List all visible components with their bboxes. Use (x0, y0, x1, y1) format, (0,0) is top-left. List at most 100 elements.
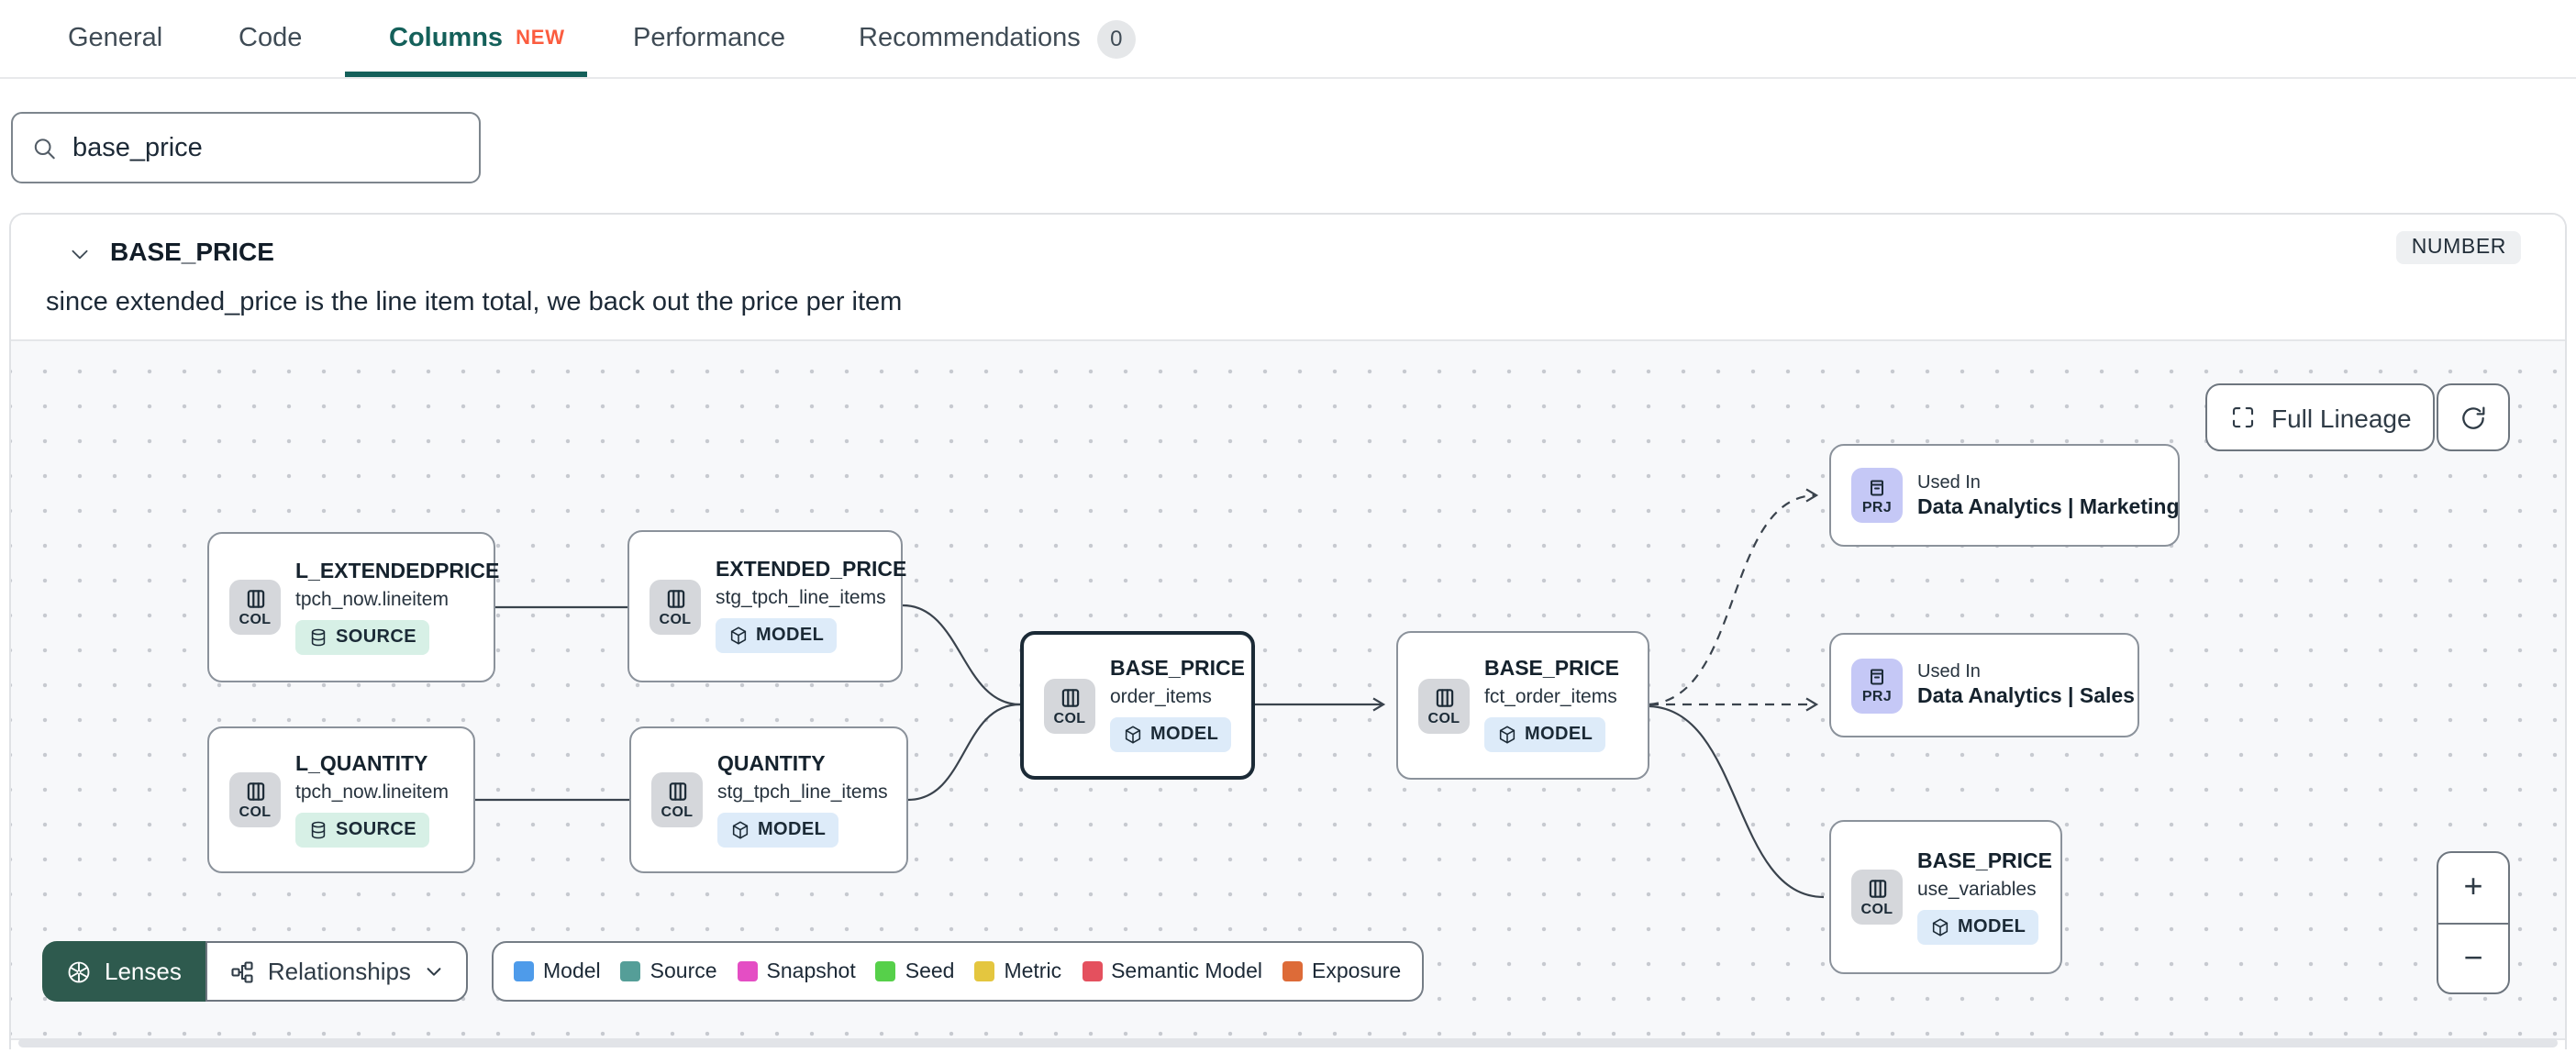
resource-pill-label: MODEL (758, 819, 827, 839)
resource-pill-label: SOURCE (336, 626, 416, 647)
resource-pill-model: MODEL (1484, 717, 1606, 752)
col-badge: COL (229, 580, 281, 635)
lenses-toolbar: Lenses Relationships (42, 941, 468, 1002)
resource-pill-model: MODEL (717, 812, 839, 847)
node-subtitle: fct_order_items (1484, 686, 1617, 708)
expand-icon (2232, 406, 2254, 428)
node-title: QUANTITY (717, 753, 826, 775)
lineage-node-base-price-order-items[interactable]: COL BASE_PRICE order_items MODEL (1020, 631, 1255, 780)
lenses-label: Lenses (105, 958, 182, 985)
tab-label: Columns (389, 24, 504, 53)
columns-icon (1435, 688, 1453, 706)
column-search (11, 112, 481, 183)
full-lineage-button[interactable]: Full Lineage (2205, 383, 2436, 451)
legend-swatch (620, 961, 641, 981)
lineage-node-base-price-fct-order-items[interactable]: COL BASE_PRICE fct_order_items MODEL (1396, 631, 1649, 780)
node-subtitle: tpch_now.lineitem (295, 781, 449, 803)
archive-icon (1871, 669, 1883, 685)
lineage-node-l-quantity[interactable]: COL L_QUANTITY tpch_now.lineitem SOURCE (207, 726, 475, 873)
resource-pill-label: SOURCE (336, 819, 416, 839)
lineage-legend: Model Source Snapshot Seed Metric Semant… (492, 941, 1424, 1002)
col-badge: COL (650, 579, 701, 634)
lineage-edges (475, 488, 1825, 899)
columns-icon (668, 782, 686, 801)
lineage-node-l-extendedprice[interactable]: COL L_EXTENDEDPRICE tpch_now.lineitem SO… (207, 532, 499, 682)
tab-label: Code (239, 24, 303, 53)
columns-icon (246, 782, 264, 801)
cube-icon (1125, 726, 1141, 744)
recommendations-count-badge: 0 (1096, 19, 1136, 58)
relationships-label: Relationships (267, 958, 411, 985)
search-input[interactable] (72, 133, 461, 162)
lineage-node-used-in-sales[interactable]: PRJ Used In Data Analytics | Sales (1829, 633, 2139, 737)
tab-label: General (68, 24, 163, 53)
tab-recommendations[interactable]: Recommendations 0 (859, 0, 1136, 77)
legend-item-snapshot: Snapshot (737, 960, 856, 982)
resource-pill-model: MODEL (1110, 717, 1232, 752)
refresh-icon (2462, 405, 2485, 428)
col-badge-label: COL (239, 611, 272, 627)
columns-icon (1868, 880, 1886, 898)
column-card-header: BASE_PRICE NUMBER since extended_price i… (11, 215, 2565, 339)
used-in-label: Used In (1917, 472, 1981, 493)
col-badge: COL (651, 772, 703, 827)
columns-icon (1060, 688, 1079, 706)
zoom-in-button[interactable]: + (2438, 853, 2508, 924)
active-tab-underline (345, 72, 587, 77)
tab-bar: General Code Columns NEW Performance Rec… (0, 0, 2576, 79)
legend-item-exposure: Exposure (1282, 960, 1401, 982)
node-title: L_EXTENDEDPRICE (295, 560, 500, 582)
cube-icon (1932, 917, 1949, 936)
search-icon (34, 138, 55, 159)
used-in-label: Used In (1917, 662, 1981, 682)
column-type-badge: NUMBER (2396, 231, 2521, 264)
node-title: BASE_PRICE (1484, 659, 1619, 681)
tab-code[interactable]: Code (239, 0, 302, 77)
tab-columns[interactable]: Columns NEW (389, 0, 565, 77)
legend-item-metric: Metric (974, 960, 1061, 982)
col-badge-label: COL (1860, 901, 1893, 917)
chevron-down-icon (427, 968, 441, 976)
column-description: since extended_price is the line item to… (46, 288, 903, 317)
lineage-node-quantity[interactable]: COL QUANTITY stg_tpch_line_items MODEL (629, 726, 908, 873)
col-badge: COL (1044, 678, 1095, 733)
node-title: BASE_PRICE (1917, 850, 2052, 872)
legend-swatch (875, 961, 896, 981)
cube-icon (732, 820, 749, 838)
lineage-node-used-in-marketing[interactable]: PRJ Used In Data Analytics | Marketing (1829, 444, 2180, 547)
collapse-chevron-icon[interactable] (59, 233, 99, 273)
node-subtitle: stg_tpch_line_items (717, 781, 888, 803)
node-subtitle: tpch_now.lineitem (295, 588, 449, 610)
zoom-out-button[interactable]: − (2438, 924, 2508, 992)
legend-swatch (1082, 961, 1103, 981)
prj-badge-label: PRJ (1861, 498, 1893, 515)
refresh-button[interactable] (2437, 383, 2510, 451)
tab-general[interactable]: General (68, 0, 162, 77)
tab-performance[interactable]: Performance (633, 0, 785, 77)
prj-badge-label: PRJ (1861, 688, 1893, 704)
col-badge: COL (1418, 678, 1470, 733)
zoom-controls: + − (2437, 851, 2510, 994)
relationships-dropdown[interactable]: Relationships (205, 941, 468, 1002)
resource-pill-model: MODEL (1917, 909, 2039, 944)
col-badge: COL (1851, 870, 1903, 925)
legend-item-semantic-model: Semantic Model (1082, 960, 1262, 982)
lineage-node-base-price-use-variables[interactable]: COL BASE_PRICE use_variables MODEL (1829, 820, 2062, 974)
database-icon (311, 820, 326, 838)
archive-icon (1871, 479, 1883, 495)
lineage-node-extended-price[interactable]: COL EXTENDED_PRICE stg_tpch_line_items M… (627, 530, 906, 682)
resource-pill-label: MODEL (1150, 725, 1219, 745)
resource-pill-source: SOURCE (295, 812, 429, 847)
prj-badge: PRJ (1851, 468, 1903, 523)
resource-pill-label: MODEL (1525, 725, 1593, 745)
horizontal-scrollbar[interactable] (18, 1038, 2558, 1047)
cube-icon (730, 626, 747, 645)
resource-pill-source: SOURCE (295, 619, 429, 654)
used-in-title: Data Analytics | Sales (1917, 686, 2135, 708)
cube-icon (1499, 726, 1516, 744)
lineage-canvas[interactable]: COL L_EXTENDEDPRICE tpch_now.lineitem SO… (11, 339, 2565, 1040)
node-subtitle: use_variables (1917, 878, 2037, 900)
aperture-icon (68, 960, 90, 982)
resource-pill-label: MODEL (756, 626, 825, 646)
lenses-button[interactable]: Lenses (42, 941, 205, 1002)
